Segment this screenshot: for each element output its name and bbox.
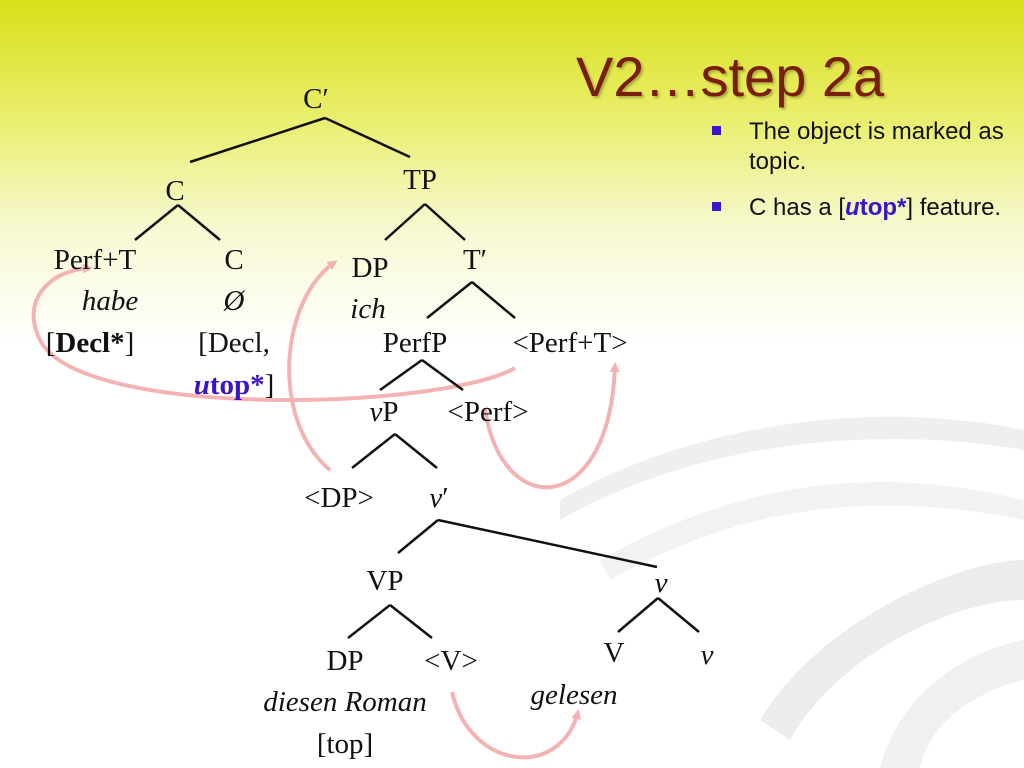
word-gelesen: gelesen [530, 679, 618, 711]
node-v-affix: v [700, 639, 714, 671]
branch-line [347, 604, 391, 639]
node-small-vp: vP [369, 395, 398, 429]
bullet-text: The object is marked as topic. [749, 118, 1004, 175]
square-bullet-icon [712, 202, 721, 211]
node-vp: VP [366, 565, 404, 597]
branch-line [437, 518, 658, 569]
bullet-list: The object is marked as topic. C has a [… [712, 117, 1012, 239]
utop-rest: top* [859, 194, 907, 221]
node-perfp: PerfP [382, 327, 448, 359]
branch-line [424, 203, 466, 241]
verb-movement-arrow [450, 691, 582, 760]
movement-arrows [31, 260, 620, 760]
bullet-item: C has a [utop*] feature. [712, 193, 1012, 223]
node-perf-t: Perf+T [53, 244, 137, 276]
branch-line [351, 433, 396, 469]
head-movement-arrow [31, 263, 516, 402]
feature-decl-list: [Decl, [198, 327, 270, 359]
trace-dp: <DP> [304, 482, 374, 514]
feature-decl: [Decl*] [46, 326, 135, 360]
node-c: C [165, 175, 185, 207]
branch-line [379, 358, 423, 392]
bullet-text-post: ] feature. [906, 194, 1002, 221]
subject-movement-arrow [287, 260, 338, 472]
small-v: v [369, 396, 383, 428]
perf-movement-arrow [483, 362, 620, 490]
branch-line [426, 281, 473, 319]
feature-utop: utop*] [194, 368, 275, 402]
tree-branches [134, 116, 700, 639]
decl-star: Decl* [55, 327, 125, 359]
square-bullet-icon [712, 126, 721, 135]
node-c-head: C [224, 244, 244, 276]
feature-top: [top] [316, 728, 374, 760]
word-habe: habe [81, 285, 139, 317]
phrase-diesen-roman: diesen Roman [263, 686, 427, 718]
trace-perf-t: <Perf+T> [512, 327, 628, 359]
branch-line [394, 433, 438, 469]
branch-line [421, 358, 464, 392]
slide-title: V2…step 2a [576, 45, 885, 108]
branch-line [471, 281, 516, 319]
node-dp-subject: DP [351, 252, 389, 284]
branch-line [657, 597, 700, 633]
prime-mark: ′ [442, 482, 449, 514]
bracket-open: [ [45, 327, 56, 359]
bullet-text-pre: C has a [ [749, 194, 846, 221]
branch-line [324, 116, 411, 159]
bracket-close: ] [124, 327, 135, 359]
bracket-close: ] [264, 369, 275, 401]
bullet-item: The object is marked as topic. [712, 117, 1012, 177]
utop-top-star: top* [209, 369, 265, 401]
small-v: v [429, 482, 443, 514]
node-v-bar: v′ [429, 481, 448, 515]
utop-feature: utop* [845, 194, 906, 221]
trace-v: <V> [424, 645, 478, 677]
branch-line [617, 597, 659, 633]
branch-line [134, 204, 179, 241]
trace-perf: <Perf> [447, 396, 529, 428]
utop-u-letter: u [193, 369, 210, 401]
node-dp-object: DP [326, 645, 364, 677]
node-t-bar: T′ [462, 244, 488, 276]
branch-line [389, 604, 433, 639]
node-c-bar: C′ [303, 83, 329, 115]
branch-line [177, 204, 221, 241]
null-head: Ø [223, 285, 245, 317]
node-v-head: V [603, 637, 625, 669]
branch-line [189, 116, 326, 164]
node-tp: TP [403, 164, 437, 196]
utop-u: u [845, 194, 860, 221]
word-ich: ich [350, 293, 386, 325]
node-small-v: v [654, 567, 668, 599]
branch-line [384, 203, 426, 241]
branch-line [397, 519, 439, 554]
p-letter: P [382, 396, 399, 428]
